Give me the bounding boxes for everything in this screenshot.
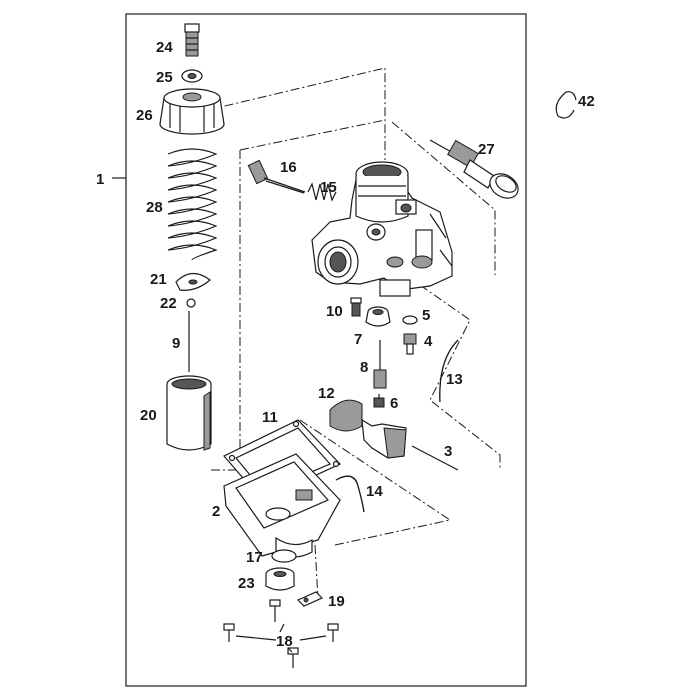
callout-10: 10 — [326, 303, 343, 320]
callout-6: 6 — [390, 395, 398, 412]
callout-19: 19 — [328, 593, 345, 610]
callout-12: 12 — [318, 385, 335, 402]
float-pin-part — [411, 445, 459, 471]
circlip-part — [555, 91, 577, 119]
throttle-spring-part — [167, 148, 218, 261]
bracket-part — [296, 591, 324, 607]
callout-17: 17 — [246, 549, 263, 566]
callout-27: 27 — [478, 141, 495, 158]
callout-14: 14 — [366, 483, 383, 500]
pilot-jet-part — [350, 297, 362, 317]
needle-jet-holder-part — [365, 306, 391, 327]
callout-16: 16 — [280, 159, 297, 176]
callout-8: 8 — [360, 359, 368, 376]
callout-21: 21 — [150, 271, 167, 288]
lock-nut-part — [181, 69, 203, 83]
callout-23: 23 — [238, 575, 255, 592]
choke-plunger-part — [429, 139, 519, 199]
idle-adjust-screw-part — [247, 159, 306, 194]
callout-20: 20 — [140, 407, 157, 424]
needle-clip-plate-part — [175, 272, 211, 291]
callout-7: 7 — [354, 331, 362, 348]
callout-24: 24 — [156, 39, 173, 56]
drain-hose-part — [335, 475, 365, 513]
throttle-slide-part — [166, 375, 212, 451]
leader-lines — [235, 623, 327, 653]
float-bowl-part — [223, 453, 342, 558]
callout-labels: 1 24 25 26 28 21 22 9 20 42 27 16 15 10 … — [96, 39, 595, 650]
mixing-chamber-cap-part — [159, 88, 225, 135]
air-screw-part — [403, 333, 417, 355]
callout-13: 13 — [446, 371, 463, 388]
callout-9: 9 — [172, 335, 180, 352]
needle-clip-part — [186, 298, 196, 308]
drain-plug-o-ring-part — [271, 549, 297, 563]
bowl-screws-part — [223, 599, 339, 668]
callout-28: 28 — [146, 199, 163, 216]
carburetor-body-part — [311, 161, 453, 297]
o-ring-small-part — [402, 315, 418, 325]
callout-26: 26 — [136, 107, 153, 124]
callout-4: 4 — [424, 333, 433, 350]
callout-25: 25 — [156, 69, 173, 86]
callout-11: 11 — [262, 409, 278, 426]
idle-screw-spring-part — [307, 182, 337, 202]
callout-18: 18 — [276, 633, 293, 650]
adjuster-screw-part — [184, 23, 200, 57]
drain-plug-part — [265, 567, 295, 591]
main-jet-holder-part — [373, 340, 387, 389]
main-jet-part — [373, 394, 385, 408]
assembly-frame — [125, 13, 527, 687]
vent-hose-part — [439, 339, 459, 403]
callout-3: 3 — [444, 443, 452, 460]
callout-42: 42 — [578, 93, 595, 110]
callout-2: 2 — [212, 503, 220, 520]
callout-1: 1 — [96, 171, 104, 188]
callout-22: 22 — [160, 295, 177, 312]
callout-5: 5 — [422, 307, 430, 324]
float-part — [329, 399, 407, 459]
callout-15: 15 — [320, 179, 337, 196]
